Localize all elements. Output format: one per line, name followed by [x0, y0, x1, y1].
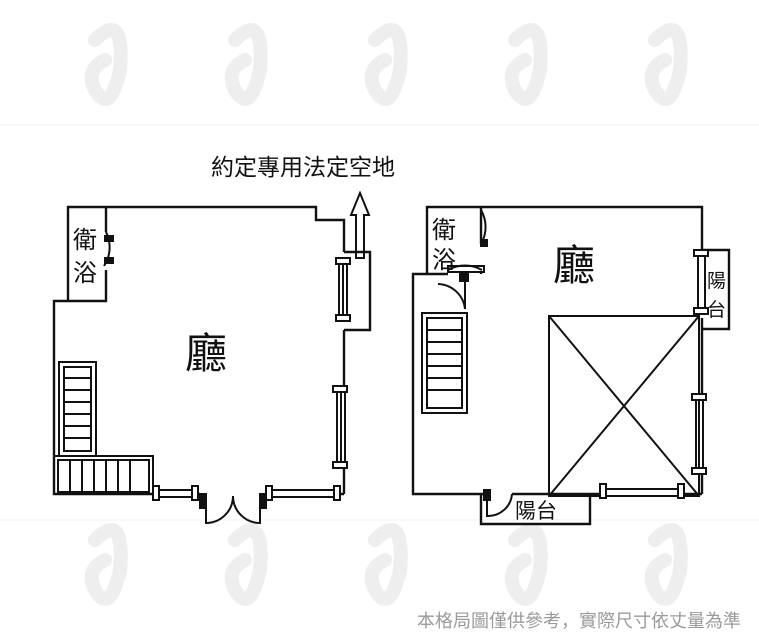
- right-bath-door: [447, 209, 488, 273]
- left-entry-door: [199, 493, 267, 525]
- right-balcony-side-label-bottom: 台: [707, 299, 726, 321]
- left-bath-door: [103, 231, 114, 267]
- right-stair-door: [437, 273, 469, 310]
- right-stair: [421, 312, 468, 414]
- left-bath-label-top: 衛: [73, 226, 97, 254]
- left-stair: [53, 361, 154, 495]
- footer-note: 本格局圖僅供參考，實際尺寸依丈量為準: [417, 611, 741, 632]
- right-balcony-door: [483, 489, 513, 518]
- right-side-windows: [691, 249, 709, 475]
- open-void: [548, 315, 700, 497]
- annotation-arrow: [349, 190, 371, 259]
- annotation-label: 約定專用法定空地: [211, 155, 395, 181]
- right-balcony-side-label-top: 陽: [707, 270, 726, 292]
- left-bath-label-bottom: 浴: [73, 259, 97, 287]
- right-bath-label-top: 衛: [432, 216, 456, 244]
- left-hall-label: 廳: [185, 329, 227, 378]
- left-side-windows: [332, 257, 351, 469]
- right-balcony-bottom-label: 陽台: [515, 499, 557, 523]
- left-bottom-windows: [152, 485, 341, 501]
- watermark-pattern: [84, 23, 688, 606]
- right-bath-label-bottom: 浴: [432, 246, 456, 274]
- right-bottom-window: [599, 483, 685, 499]
- right-hall-label: 廳: [553, 241, 595, 290]
- watermark-grid: [0, 124, 759, 521]
